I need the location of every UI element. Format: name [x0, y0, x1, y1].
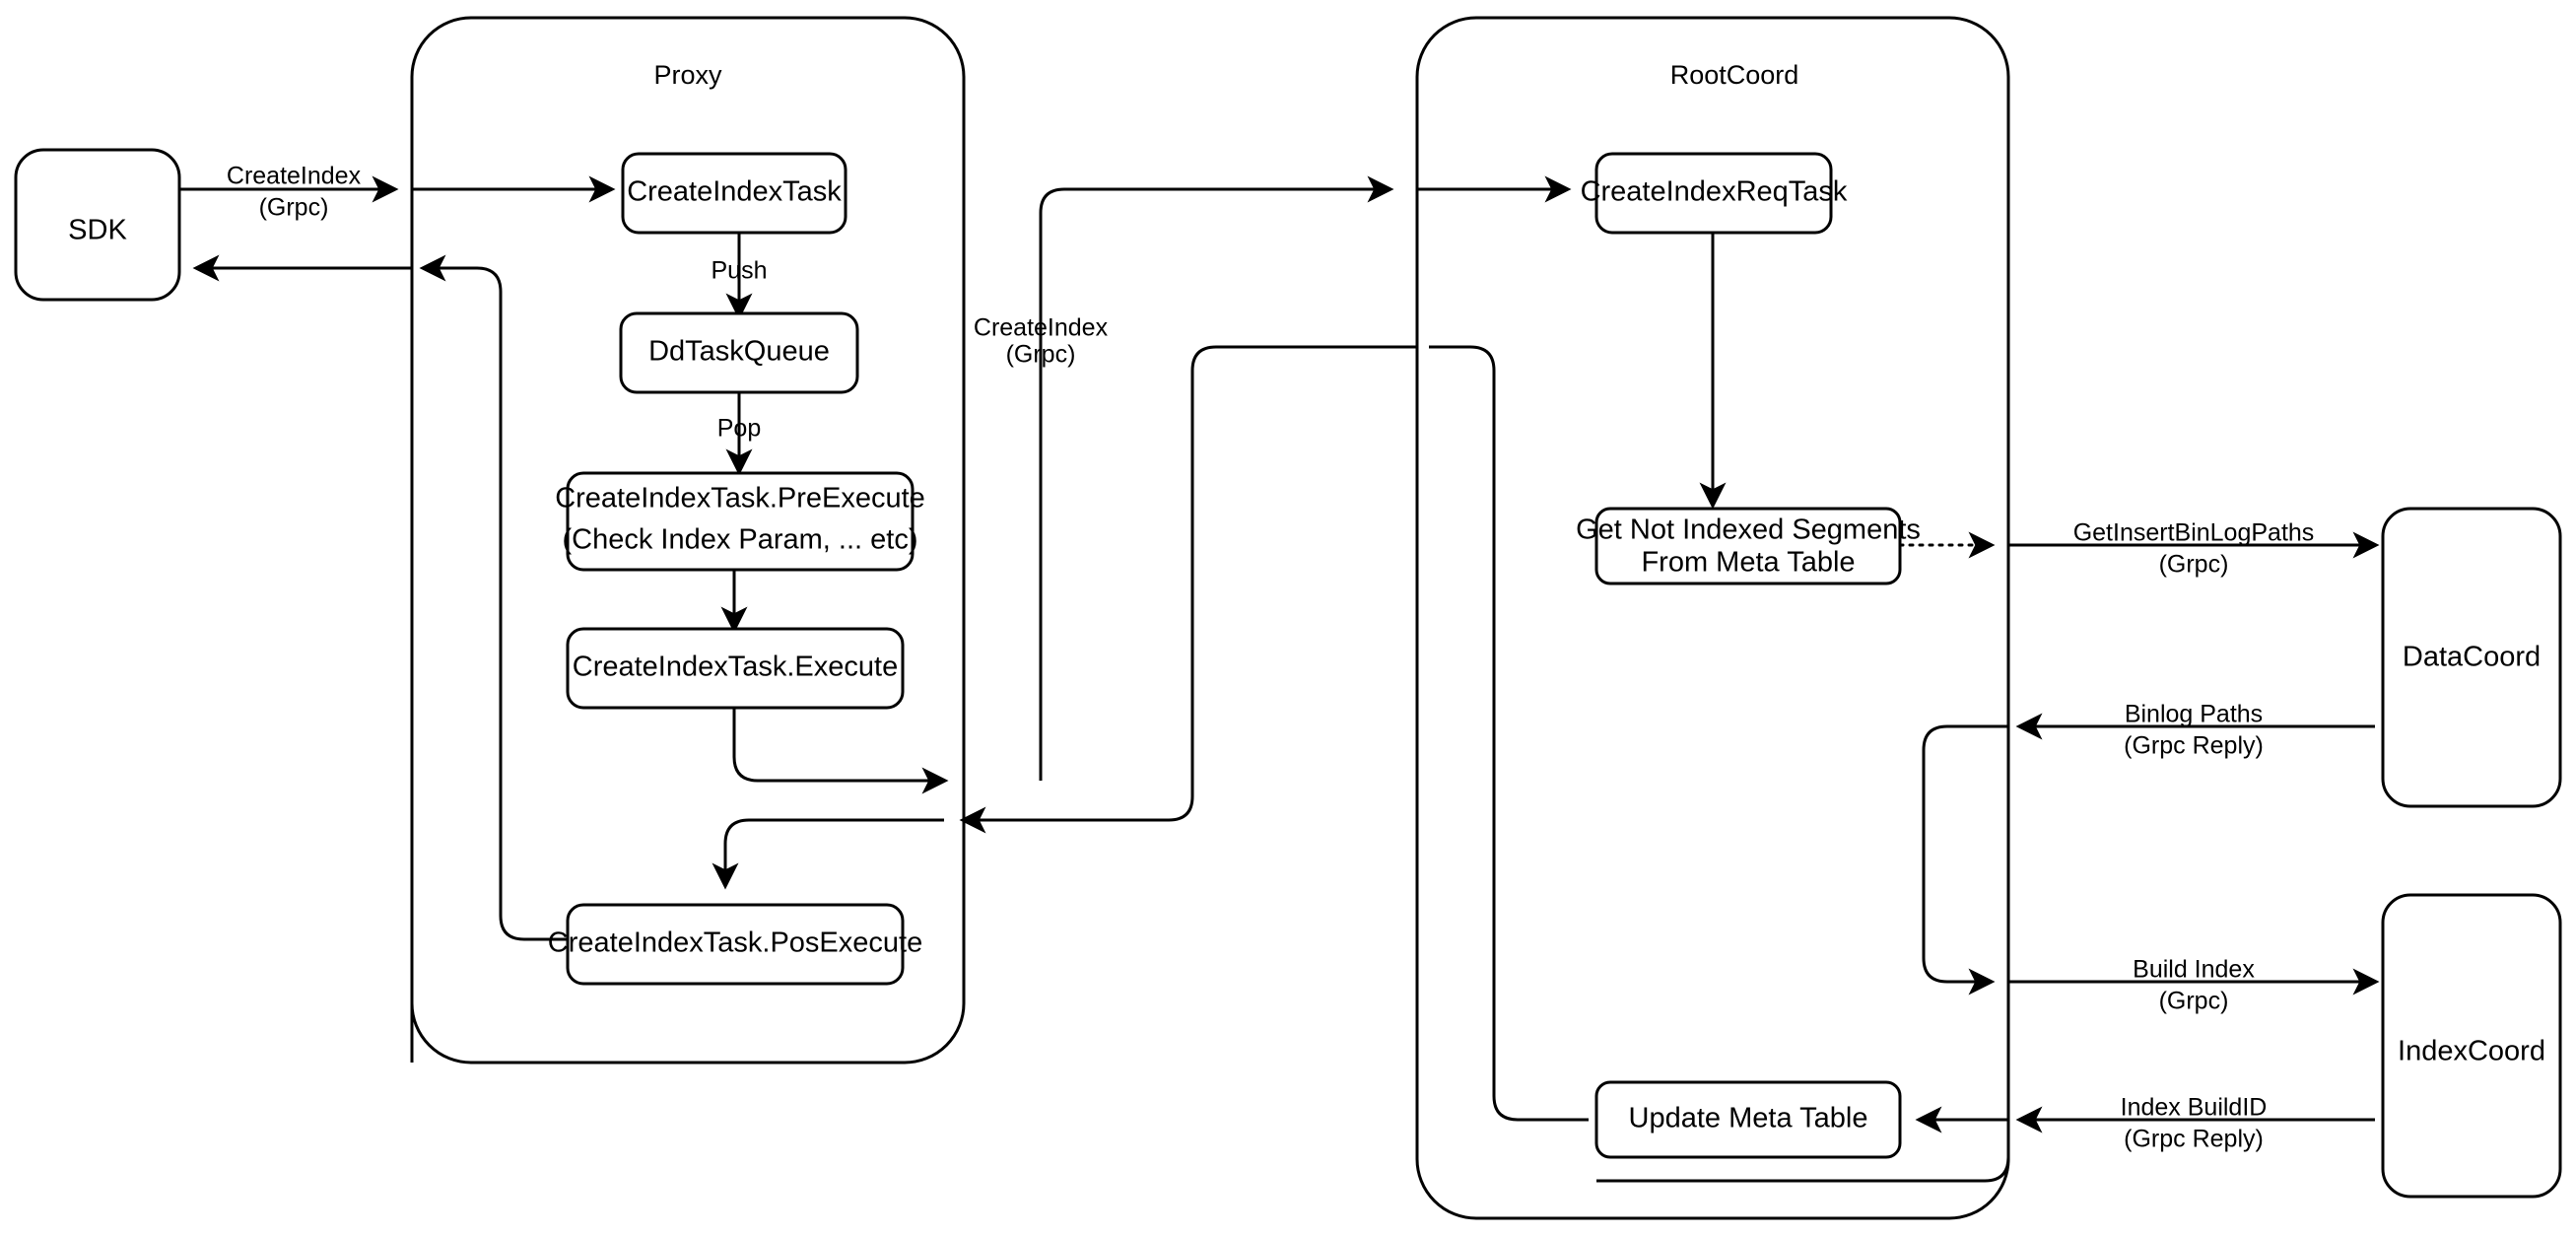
- indexcoord-box[interactable]: [2381, 893, 2562, 1199]
- sdk-box[interactable]: [14, 148, 181, 302]
- execute-label: CreateIndexTask.Execute: [573, 652, 898, 683]
- create-index-req-task-box[interactable]: [1594, 152, 1833, 235]
- get-not-indexed-segments-box[interactable]: [1594, 507, 1902, 585]
- node-pre-execute[interactable]: CreateIndexTask.PreExecute (Check Index …: [555, 471, 925, 572]
- node-create-index-req-task[interactable]: CreateIndexReqTask: [1581, 152, 1848, 235]
- edge-updatemeta-to-reply: [1429, 345, 1589, 1122]
- edge-gutter-riser-to-rootcoord: [1039, 175, 1394, 781]
- indexcoord-label: IndexCoord: [2398, 1036, 2545, 1067]
- edge-rootcoord-right-trunk: [1596, 189, 2010, 1183]
- edge-label-getinsertbinlogpaths-l1: GetInsertBinLogPaths: [2073, 519, 2315, 547]
- node-dd-task-queue[interactable]: DdTaskQueue: [619, 311, 859, 394]
- pre-execute-box[interactable]: [566, 471, 915, 572]
- edge-rootcoord-reply-out: [959, 345, 1417, 834]
- node-create-index-task[interactable]: CreateIndexTask: [621, 152, 847, 235]
- node-datacoord[interactable]: DataCoord: [2381, 507, 2562, 808]
- create-index-task-label: CreateIndexTask: [627, 176, 842, 208]
- edge-reply-into-posexecute: [712, 818, 944, 890]
- node-get-not-indexed-segments[interactable]: Get Not Indexed Segments From Meta Table: [1576, 507, 1921, 585]
- pos-execute-box[interactable]: [566, 903, 905, 986]
- edge-label-indexbuildid-l2: (Grpc Reply): [2124, 1126, 2264, 1153]
- datacoord-box[interactable]: [2381, 507, 2562, 808]
- edge-execute-to-rootcoord-out: [732, 706, 949, 794]
- create-index-req-task-label: CreateIndexReqTask: [1581, 176, 1848, 208]
- datacoord-label: DataCoord: [2403, 642, 2541, 673]
- edge-label-indexbuildid-l1: Index BuildID: [2121, 1094, 2268, 1122]
- proxy-title: Proxy: [653, 60, 722, 90]
- node-pos-execute[interactable]: CreateIndexTask.PosExecute: [548, 903, 922, 986]
- rootcoord-title: RootCoord: [1670, 60, 1799, 90]
- sdk-label: SDK: [68, 215, 127, 246]
- edge-label-getinsertbinlogpaths-l2: (Grpc): [2159, 551, 2229, 579]
- edge-posexecute-to-sdk: [419, 254, 570, 941]
- edge-binlog-to-buildindex-loop: [1922, 724, 2008, 996]
- node-indexcoord[interactable]: IndexCoord: [2381, 893, 2562, 1199]
- execute-box[interactable]: [566, 627, 905, 710]
- edge-label-buildindex-l1: Build Index: [2133, 956, 2255, 984]
- create-index-task-box[interactable]: [621, 152, 847, 235]
- edge-label-push: Push: [712, 257, 768, 285]
- edge-label-sdk-createindex-l2: (Grpc): [259, 194, 329, 222]
- edge-label-pop: Pop: [717, 415, 761, 443]
- node-update-meta-table[interactable]: Update Meta Table: [1594, 1080, 1902, 1159]
- get-not-indexed-segments-label-line1: Get Not Indexed Segments: [1576, 515, 1921, 546]
- edge-label-sdk-createindex-l1: CreateIndex: [227, 163, 362, 190]
- node-execute[interactable]: CreateIndexTask.Execute: [566, 627, 905, 710]
- node-sdk[interactable]: SDK: [14, 148, 181, 302]
- update-meta-table-box[interactable]: [1594, 1080, 1902, 1159]
- update-meta-table-label: Update Meta Table: [1629, 1103, 1868, 1134]
- edge-label-binlogpaths-l2: (Grpc Reply): [2124, 732, 2264, 760]
- dd-task-queue-label: DdTaskQueue: [648, 336, 830, 368]
- edge-label-buildindex-l2: (Grpc): [2159, 988, 2229, 1015]
- dd-task-queue-box[interactable]: [619, 311, 859, 394]
- pre-execute-label-line1: CreateIndexTask.PreExecute: [555, 483, 925, 515]
- edge-label-createindex-grpc-l1: CreateIndex: [974, 314, 1109, 342]
- pos-execute-label: CreateIndexTask.PosExecute: [548, 927, 922, 959]
- edge-label-binlogpaths-l1: Binlog Paths: [2125, 701, 2263, 728]
- edge-label-createindex-grpc-l2: (Grpc): [1006, 341, 1076, 369]
- get-not-indexed-segments-label-line2: From Meta Table: [1641, 547, 1855, 579]
- pre-execute-label-line2: (Check Index Param, ... etc): [562, 524, 917, 556]
